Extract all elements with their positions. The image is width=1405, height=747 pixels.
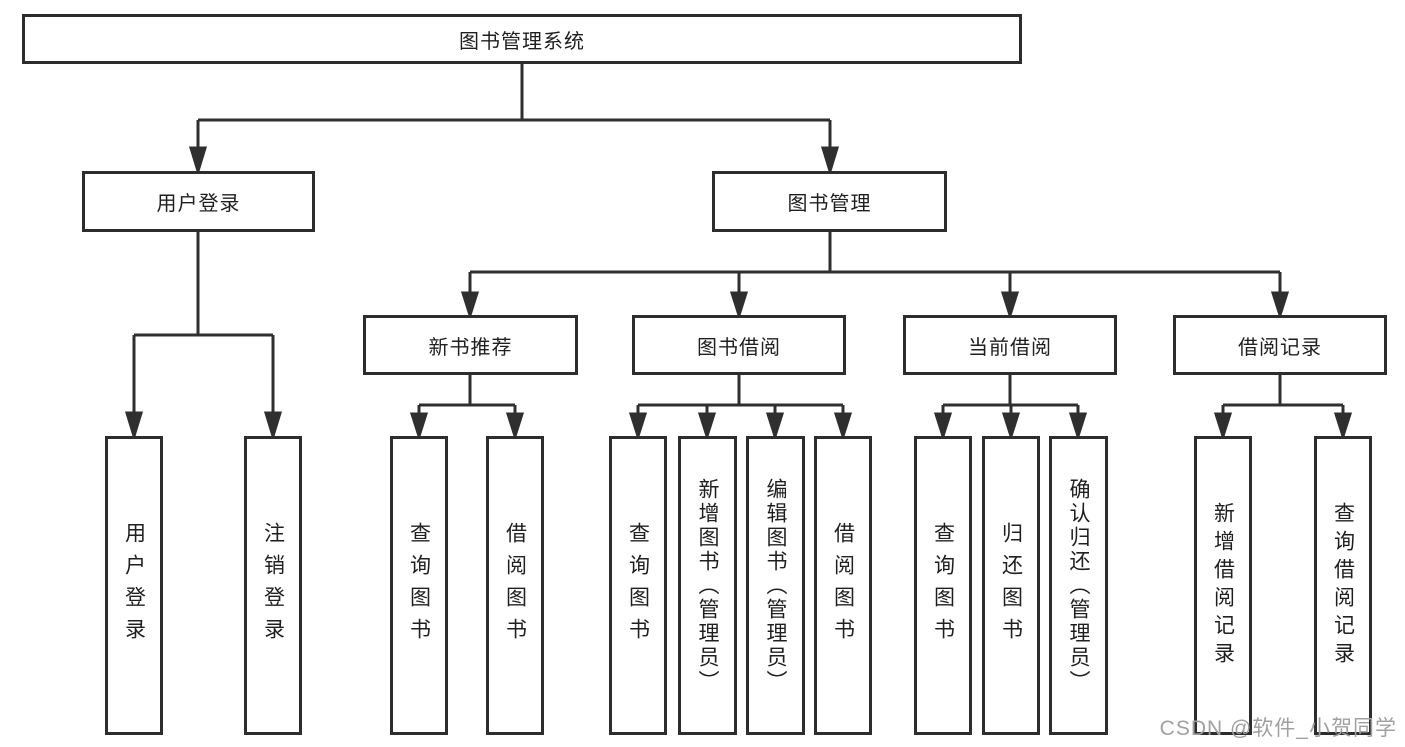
node-book-borrow: 图书借阅 [632, 315, 846, 375]
node-label: 新增图书（管理员） [696, 477, 719, 694]
leaf-return-book: 归还图书 [982, 436, 1040, 735]
node-label: 查询借阅记录 [1331, 501, 1355, 670]
node-new-book-recommend: 新书推荐 [363, 315, 578, 375]
node-label: 查询图书 [407, 521, 431, 650]
edge-current-borrow-to-leaves [933, 375, 1088, 441]
csdn-watermark: CSDN @软件_小贺同学 [1159, 717, 1397, 740]
leaf-add-borrow-record: 新增借阅记录 [1194, 436, 1252, 735]
node-label: 借阅图书 [503, 521, 527, 650]
node-label: 借阅记录 [1238, 336, 1322, 359]
node-label: 确认归还（管理员） [1067, 477, 1090, 694]
edge-user-login-to-leaves [124, 232, 283, 442]
node-root-system: 图书管理系统 [22, 14, 1022, 64]
edge-book-management-to-level3 [460, 232, 1290, 320]
node-book-management-module: 图书管理 [712, 171, 947, 232]
edge-root-to-level2 [188, 64, 840, 177]
edge-new-book-to-leaves [409, 375, 525, 441]
leaf-query-book-3: 查询图书 [914, 436, 972, 735]
leaf-edit-book-admin: 编辑图书（管理员） [746, 436, 805, 735]
node-label: 图书借阅 [697, 336, 781, 359]
leaf-borrow-book-2: 借阅图书 [814, 436, 872, 735]
leaf-borrow-book-1: 借阅图书 [486, 436, 544, 735]
node-label: 新增借阅记录 [1211, 501, 1235, 670]
node-current-borrow: 当前借阅 [903, 315, 1117, 375]
leaf-confirm-return-admin: 确认归还（管理员） [1049, 436, 1108, 735]
node-label: 用户登录 [156, 193, 241, 215]
leaf-query-book-1: 查询图书 [390, 436, 448, 735]
node-label: 查询图书 [931, 521, 955, 650]
node-label: 编辑图书（管理员） [764, 477, 787, 694]
node-label: 当前借阅 [968, 336, 1052, 359]
node-borrow-record: 借阅记录 [1173, 315, 1387, 375]
edge-borrow-record-to-leaves [1213, 375, 1353, 441]
leaf-query-book-2: 查询图书 [609, 436, 667, 735]
leaf-user-login: 用户登录 [105, 436, 163, 735]
leaf-add-book-admin: 新增图书（管理员） [678, 436, 737, 735]
leaf-logout: 注销登录 [244, 436, 302, 735]
node-label: 注销登录 [261, 521, 285, 650]
edge-book-borrow-to-leaves [628, 375, 853, 441]
node-user-login-module: 用户登录 [82, 171, 315, 232]
node-label: 图书管理 [787, 193, 872, 215]
node-label: 用户登录 [122, 521, 146, 650]
node-label: 查询图书 [626, 521, 650, 650]
node-label: 归还图书 [999, 521, 1023, 650]
node-label: 新书推荐 [428, 336, 513, 359]
node-label: 借阅图书 [831, 521, 855, 650]
leaf-query-borrow-record: 查询借阅记录 [1314, 436, 1372, 735]
node-label: 图书管理系统 [459, 30, 585, 53]
